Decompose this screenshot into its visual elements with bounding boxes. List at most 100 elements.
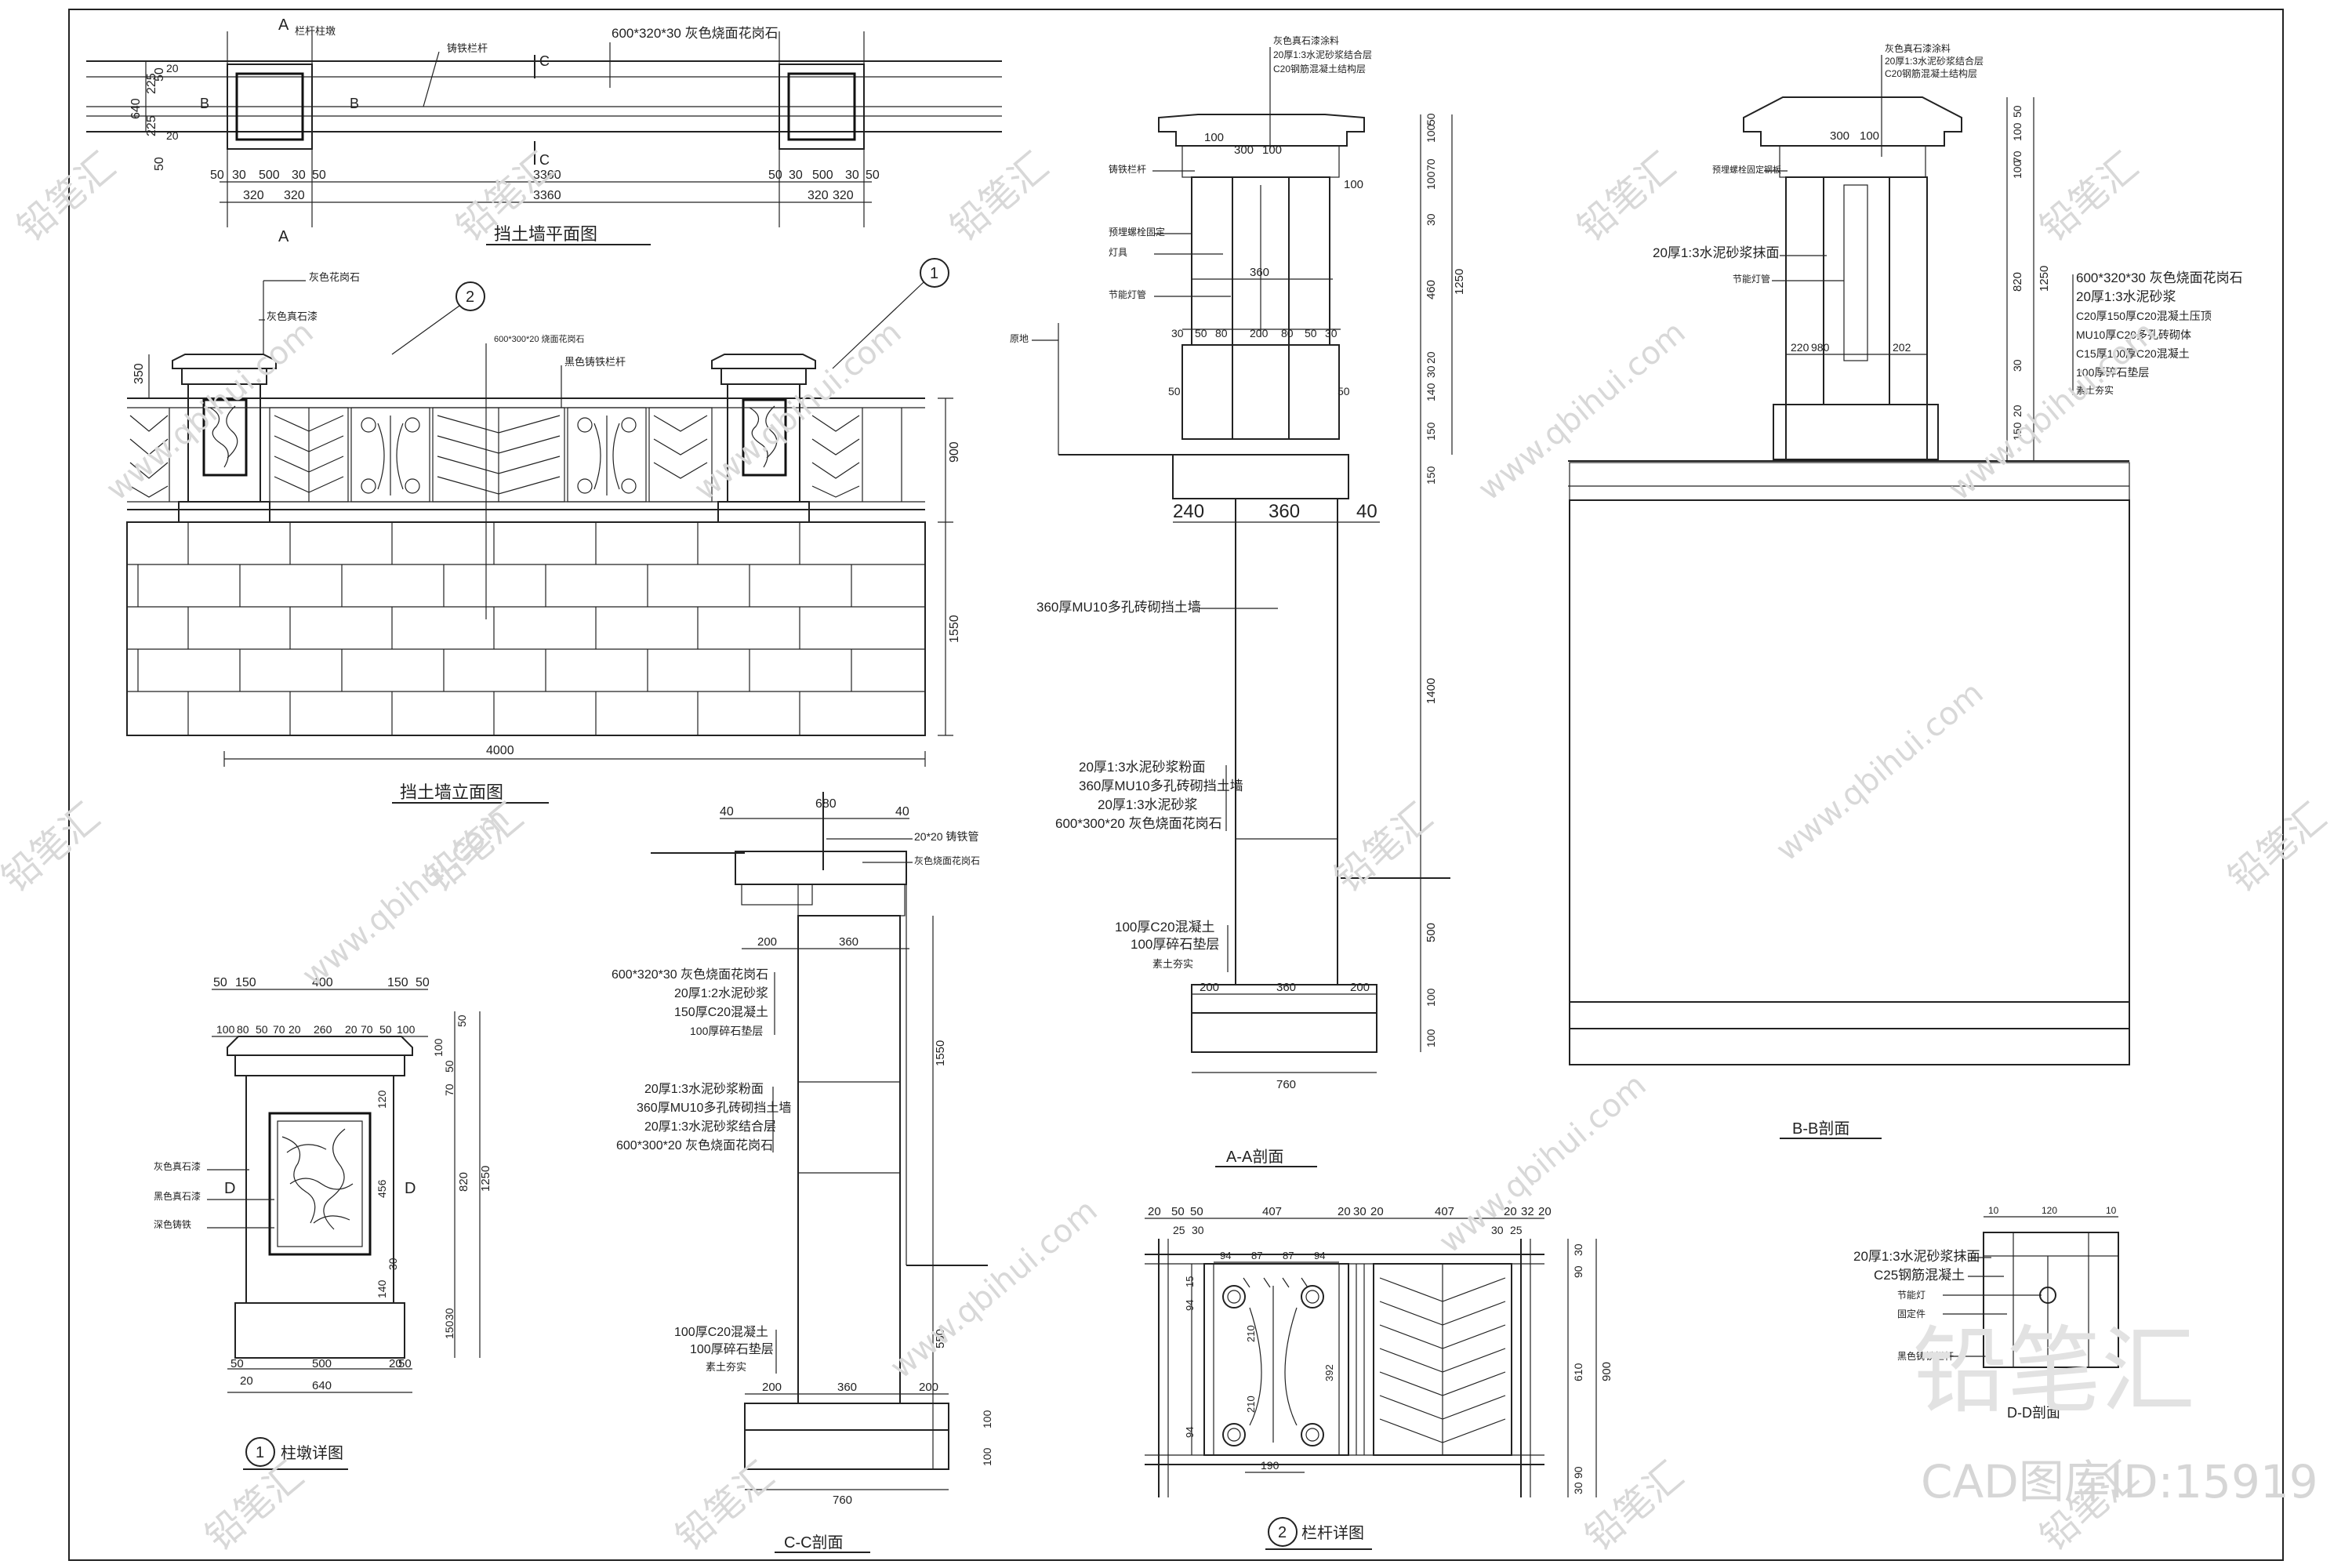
aa-cap-dim-100c: 100 (1344, 178, 1363, 191)
pier-cap-dim-50b: 50 (379, 1023, 392, 1036)
rail-top-dim-0: 20 (1148, 1205, 1161, 1218)
aa-mid2-dim-80b: 80 (1281, 327, 1294, 339)
bb-wall (1569, 499, 2130, 1003)
bb-r-dim-100a: 100 (2011, 122, 2024, 141)
aa-mid2-dim-30a: 30 (1171, 327, 1184, 339)
dd-label-4: 黑色铸铁栏杆 (1897, 1350, 1954, 1362)
pier-bot-dim-500: 500 (312, 1357, 332, 1370)
plan-dim-320d: 320 (833, 189, 854, 202)
pier-sec-d-right: D (405, 1180, 416, 1197)
rail-top-dim-6: 20 (1370, 1205, 1384, 1218)
watermark-layer: www.qbihui.com www.qbihui.com www.qbihui… (0, 144, 2335, 1559)
bb-side-label-0: 预埋螺栓固定钢板 (1712, 164, 1781, 175)
plan-dim-50e: 50 (153, 157, 166, 171)
plan-dim-500b: 500 (812, 169, 833, 182)
aa-wall-label-2: 20厚1:3水泥砂浆 (1098, 797, 1198, 812)
wm-site-6: www.qbihui.com (884, 1192, 1105, 1386)
rail-top2-dim-2: 30 (1491, 1224, 1504, 1236)
pier-bot-dim-20a: 20 (240, 1374, 253, 1388)
bb-right-label-2: C20厚150厚C20混凝土压顶 (2076, 310, 2212, 322)
dd-dim-2: 10 (2106, 1205, 2117, 1216)
rail-right-dim-1: 90 (1572, 1265, 1584, 1278)
rail-dim-190: 190 (1261, 1459, 1279, 1472)
bb-cap-dim-300: 300 (1830, 129, 1849, 143)
plan-dim-3360a: 3360 (533, 169, 561, 182)
elev-pier-cap-right (711, 354, 816, 369)
bb-cap-label-2: C20钢筋混凝土结构层 (1885, 67, 1977, 79)
wm-brand-4: 铅笔汇 (1570, 144, 1684, 250)
plan-dim-20b: 20 (166, 129, 179, 142)
elevation-title: 挡土墙立面图 (400, 782, 503, 802)
aa-mid2-dim-80a: 80 (1215, 327, 1228, 339)
aa-base-dim-40: 40 (1356, 501, 1377, 522)
bb-cap-dim-100: 100 (1860, 129, 1879, 143)
rail-top-dim-3: 407 (1262, 1205, 1282, 1218)
rail-top-dim-7: 407 (1435, 1205, 1454, 1218)
dd-label-1: C25钢筋混凝土 (1874, 1268, 1965, 1283)
railing-title: 栏杆详图 (1301, 1524, 1364, 1542)
pier-detail: 50 150 400 150 50 100 80 50 70 20 260 20… (154, 976, 492, 1470)
aa-cap-label-2: C20钢筋混凝土结构层 (1273, 63, 1366, 74)
plan-sec-a-top: A (278, 16, 289, 34)
rail-inner-dim-0: 94 (1220, 1250, 1231, 1261)
dd-dim-0: 10 (1988, 1205, 1999, 1216)
rail-inner-dim-3: 94 (1314, 1250, 1325, 1261)
pier-cap-dim-20b: 20 (345, 1023, 358, 1036)
plan-dim-50d: 50 (866, 169, 880, 182)
aa-r-dim-460: 460 (1425, 280, 1438, 299)
aa-r-dim-70: 70 (1425, 158, 1437, 171)
aa-r-dim-150b: 150 (1425, 466, 1437, 485)
section-aa: 灰色真石漆涂料 20厚1:3水泥砂浆结合层 C20钢筋混凝土结构层 100 30… (1010, 34, 1466, 1167)
rail-top-dim-10: 20 (1538, 1205, 1552, 1218)
bb-cap-label-0: 灰色真石漆涂料 (1885, 42, 1951, 54)
pier-right-dim-150: 150 (443, 1320, 456, 1339)
aa-r-dim-30a: 30 (1425, 213, 1437, 226)
aa-r-dim-100c: 100 (1425, 988, 1437, 1007)
elev-label-3: 黑色铸铁栏杆 (564, 356, 626, 368)
dd-label-3: 固定件 (1897, 1308, 1926, 1319)
rail-left-dim-1: 94 (1184, 1300, 1196, 1311)
plan-dim-20a: 20 (166, 62, 179, 74)
dd-title: D-D剖面 (2007, 1405, 2060, 1421)
aa-dim-760: 760 (1276, 1078, 1296, 1091)
detail-dd: 10 120 10 20厚1:3水泥砂浆抹面 C25钢筋混凝土 节能灯 固定件 … (1853, 1205, 2119, 1421)
rail-right-dim-2: 900 (1600, 1362, 1613, 1381)
plan-dim-30d: 30 (845, 169, 859, 182)
plan-dim-225b: 225 (145, 115, 158, 136)
rail-top-dim-2: 50 (1190, 1205, 1203, 1218)
aa-side-label-2: 灯具 (1109, 247, 1127, 258)
bb-title: B-B剖面 (1792, 1120, 1849, 1138)
plan-dim-3360b: 3360 (533, 189, 561, 202)
aa-side-label-0: 铸铁栏杆 (1109, 163, 1146, 175)
aa-base-dim-240: 240 (1173, 501, 1204, 522)
cc-dim-360b: 360 (837, 1381, 857, 1394)
aa-side-label-1: 预埋螺栓固定 (1109, 226, 1165, 238)
wm-site-2: www.qbihui.com (688, 314, 909, 508)
pier-dim-400: 400 (312, 976, 333, 989)
elev-dim-4000: 4000 (486, 744, 514, 757)
cc-label-base-2: 素土夯实 (706, 1361, 746, 1373)
plan-title: 挡土墙平面图 (494, 224, 597, 244)
pier-cap-dim-80: 80 (237, 1023, 249, 1036)
bb-mid-dim-202: 202 (1893, 341, 1911, 354)
bb-mid-dim-980: 980 (1811, 341, 1830, 354)
pier-label-1: 黑色真石漆 (154, 1191, 201, 1202)
bb-r-dim-20: 20 (2011, 405, 2024, 417)
cc-dim-680: 680 (815, 797, 837, 811)
dd-dim-1: 120 (2042, 1205, 2057, 1216)
aa-r-dim-100a: 100 (1425, 124, 1437, 143)
aa-base-label-2: 素土夯实 (1152, 958, 1193, 970)
rail-left-dim-3: 392 (1323, 1364, 1335, 1381)
bb-right-label-5: 100厚碎石垫层 (2076, 366, 2149, 379)
pier-cap-dim-50a: 50 (256, 1023, 268, 1036)
cc-label-wall-3: 600*300*20 灰色烧面花岗石 (616, 1138, 773, 1152)
plan-dim-320a: 320 (243, 189, 264, 202)
pier-right-dim-120: 120 (376, 1090, 388, 1109)
plan-dim-50a: 50 (210, 169, 224, 182)
plan-dim-30a: 30 (232, 169, 246, 182)
plan-sec-b-right: B (350, 96, 359, 111)
aa-wall-label: 360厚MU10多孔砖砌挡土墙 (1036, 600, 1201, 615)
aa-title: A-A剖面 (1226, 1148, 1283, 1166)
section-cc: 40 680 40 20*20 铸铁管 灰色烧面花岗石 200 360 600*… (612, 792, 993, 1553)
pier-dim-150a: 150 (235, 976, 256, 989)
